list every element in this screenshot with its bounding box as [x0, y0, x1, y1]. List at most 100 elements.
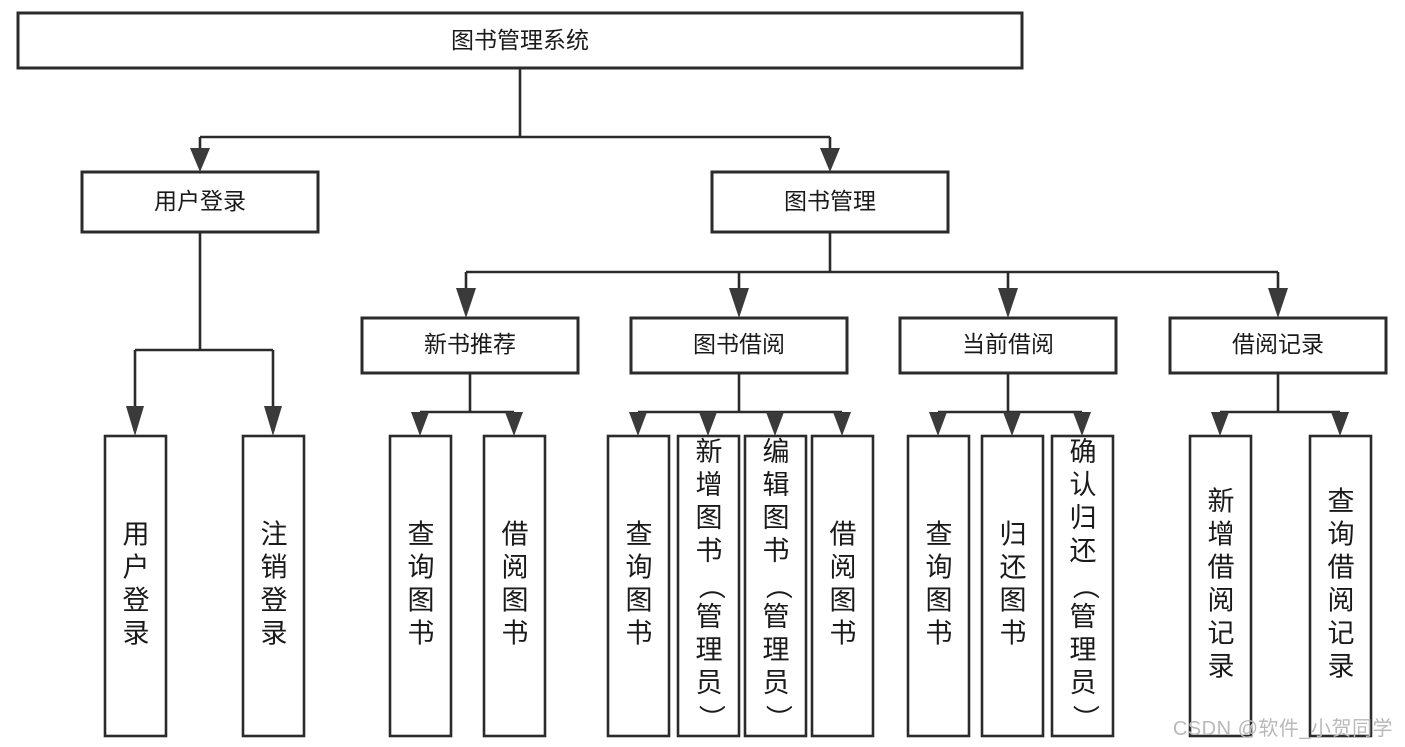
svg-text:理: 理	[763, 635, 790, 665]
svg-text:增: 增	[1208, 520, 1235, 550]
svg-text:管: 管	[1070, 602, 1097, 632]
arrow-head-leaf-borrow-book-1	[505, 412, 523, 436]
leaf-node-query-book-current-box[interactable]	[906, 434, 971, 738]
svg-text:查: 查	[1328, 487, 1355, 517]
arrow-head-bookborrow	[729, 288, 749, 318]
svg-text:归: 归	[1070, 503, 1097, 533]
arrow-head-leaf-confirm-return	[1073, 412, 1091, 436]
arrow-head-leaf-borrow-book-2	[833, 412, 851, 436]
leaf-node-query-book-borrow-box[interactable]	[606, 434, 671, 738]
leaf-node-query-borrow-record-box[interactable]	[1308, 434, 1373, 738]
node-current-borrow[interactable]: 当前借阅	[898, 316, 1118, 375]
svg-text:书: 书	[1000, 619, 1027, 649]
arrow-head-leaf-add-record	[1211, 412, 1229, 436]
arrow-head-leaf-query-book-2	[629, 412, 647, 436]
connectors-bookmanage-to-level3	[456, 232, 1288, 318]
svg-text:）: ）	[1070, 705, 1100, 732]
svg-text:书: 书	[626, 619, 653, 649]
arrow-head-leaf-edit-book	[766, 412, 784, 436]
svg-text:图: 图	[502, 586, 529, 616]
node-book-manage-box[interactable]	[710, 170, 950, 234]
svg-text:书: 书	[502, 619, 529, 649]
svg-text:询: 询	[408, 553, 435, 583]
leaf-node-confirm-return-admin-box[interactable]	[1050, 434, 1115, 738]
node-borrow-record[interactable]: 借阅记录	[1168, 316, 1388, 375]
leaf-node-user-login-box[interactable]	[103, 434, 168, 738]
svg-text:借: 借	[830, 520, 857, 550]
node-book-borrow-box[interactable]	[629, 316, 849, 375]
svg-text:员: 员	[763, 668, 790, 698]
svg-text:阅: 阅	[1208, 586, 1235, 616]
svg-text:书: 书	[696, 536, 723, 566]
svg-text:销: 销	[261, 553, 288, 583]
leaf-node-borrow-book-borrow-box[interactable]	[810, 434, 875, 738]
svg-text:书: 书	[408, 619, 435, 649]
leaf-node-return-book-box[interactable]	[980, 434, 1045, 738]
svg-text:录: 录	[261, 619, 288, 649]
leaf-node-query-book-recommend-box[interactable]	[388, 434, 453, 738]
connectors-userlogin-to-leaves	[126, 232, 282, 436]
svg-text:图: 图	[763, 503, 790, 533]
svg-text:理: 理	[1070, 635, 1097, 665]
svg-text:还: 还	[1070, 536, 1097, 566]
node-book-manage[interactable]: 图书管理	[710, 170, 950, 234]
leaf-node-edit-book-admin-box[interactable]	[743, 434, 808, 738]
svg-text:查: 查	[408, 520, 435, 550]
svg-text:查: 查	[626, 520, 653, 550]
svg-text:认: 认	[1070, 470, 1097, 500]
svg-text:录: 录	[123, 619, 150, 649]
leaf-node-logout-login-box[interactable]	[241, 434, 306, 738]
arrow-head-leaf-query-record	[1331, 412, 1349, 436]
leaf-node-add-borrow-record-box[interactable]	[1188, 434, 1253, 738]
leaf-node-add-book-admin-box[interactable]	[676, 434, 741, 738]
svg-text:询: 询	[626, 553, 653, 583]
svg-text:确: 确	[1070, 437, 1097, 467]
svg-text:录: 录	[1328, 652, 1355, 682]
arrow-head-leaf-logout-login	[264, 406, 282, 436]
node-current-borrow-box[interactable]	[898, 316, 1118, 375]
svg-text:询: 询	[1328, 520, 1355, 550]
node-new-book-recommend-box[interactable]	[360, 316, 580, 375]
connectors-bookborrow-to-leaves	[629, 373, 851, 436]
svg-text:记: 记	[1328, 619, 1355, 649]
arrow-head-leaf-add-book	[699, 412, 717, 436]
svg-text:阅: 阅	[830, 553, 857, 583]
svg-text:注: 注	[261, 520, 288, 550]
node-borrow-record-box[interactable]	[1168, 316, 1388, 375]
node-root-system[interactable]: 图书管理系统	[16, 11, 1024, 70]
connectors-borrowrecord-to-leaves	[1211, 373, 1349, 436]
connectors-currentborrow-to-leaves	[929, 373, 1091, 436]
node-root-system-box[interactable]	[16, 11, 1024, 70]
node-user-login[interactable]: 用户登录	[80, 170, 320, 234]
node-user-login-box[interactable]	[80, 170, 320, 234]
svg-text:录: 录	[1208, 652, 1235, 682]
node-new-book-recommend[interactable]: 新书推荐	[360, 316, 580, 375]
svg-text:借: 借	[502, 520, 529, 550]
node-book-borrow[interactable]: 图书借阅	[629, 316, 849, 375]
svg-text:归: 归	[1000, 520, 1027, 550]
leaf-node-user-login[interactable]: 用户登录	[103, 434, 168, 738]
svg-text:阅: 阅	[502, 553, 529, 583]
node-new-book-recommend-label: 新书推荐	[424, 331, 516, 357]
leaf-node-borrow-book-recommend-box[interactable]	[482, 434, 547, 738]
